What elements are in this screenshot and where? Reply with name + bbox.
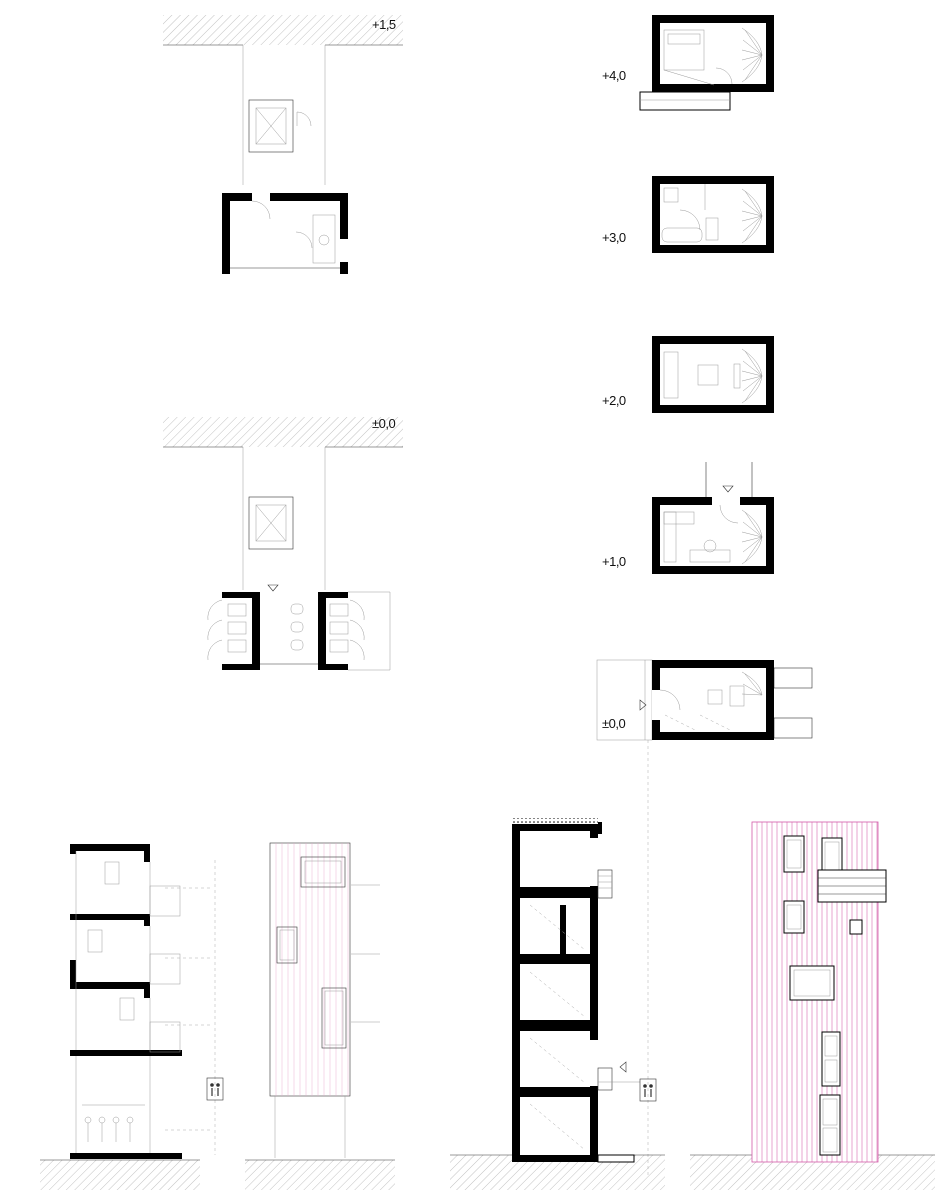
level-label-tower-4: +4,0 — [602, 68, 626, 83]
tower-plan-level-2: +2,0 — [602, 336, 774, 413]
level-label-tower-2: +2,0 — [602, 393, 626, 408]
staircase — [741, 509, 763, 565]
tower-plan-level-0: ±0,0 — [596, 659, 813, 1175]
sofa — [663, 351, 679, 399]
ground-hatch — [245, 1160, 395, 1190]
entrance-triangle-icon — [267, 584, 279, 592]
level-label-hub-ground: ±0,0 — [372, 416, 395, 431]
ground-hatch — [163, 15, 403, 45]
tower-plan-level-3: +3,0 — [602, 176, 774, 253]
hub-plan-ground: ±0,0 — [163, 416, 403, 671]
bathtub — [661, 227, 703, 243]
level-label-tower-1: +1,0 — [602, 554, 626, 569]
staircase — [741, 27, 763, 83]
tower-elevation — [690, 821, 935, 1190]
staircase — [741, 348, 763, 404]
toilet — [663, 187, 679, 203]
office-chair — [707, 689, 723, 705]
entrance-triangle-icon — [619, 1061, 627, 1073]
entrance-triangle-icon — [722, 485, 734, 493]
hub-elevation — [245, 842, 395, 1190]
lift-shaft — [248, 99, 294, 153]
tower-plan-level-1: +1,0 — [602, 462, 774, 574]
staircase — [741, 188, 763, 244]
hub-section — [40, 844, 224, 1190]
level-label-tower-0: ±0,0 — [602, 716, 625, 731]
tower-section — [450, 818, 665, 1190]
wc-sign-icon — [206, 1077, 224, 1101]
lift-shaft — [248, 496, 294, 550]
wc-sign-icon — [639, 1078, 657, 1102]
level-label-tower-3: +3,0 — [602, 230, 626, 245]
ground-hatch — [163, 417, 403, 447]
bathroom-fixtures — [312, 214, 336, 264]
staircase — [741, 671, 763, 696]
desk — [729, 685, 745, 707]
bed — [663, 29, 705, 71]
hub-plan-upper: +1,5 — [163, 15, 403, 274]
coffee-table — [697, 364, 719, 386]
ground-hatch — [40, 1160, 200, 1190]
dining-table — [689, 549, 731, 563]
toilet-fixtures-row — [82, 1104, 145, 1142]
entrance-triangle-icon — [639, 699, 647, 711]
level-label-hub-upper: +1,5 — [372, 17, 396, 32]
tower-plan-level-4: +4,0 — [602, 15, 774, 111]
